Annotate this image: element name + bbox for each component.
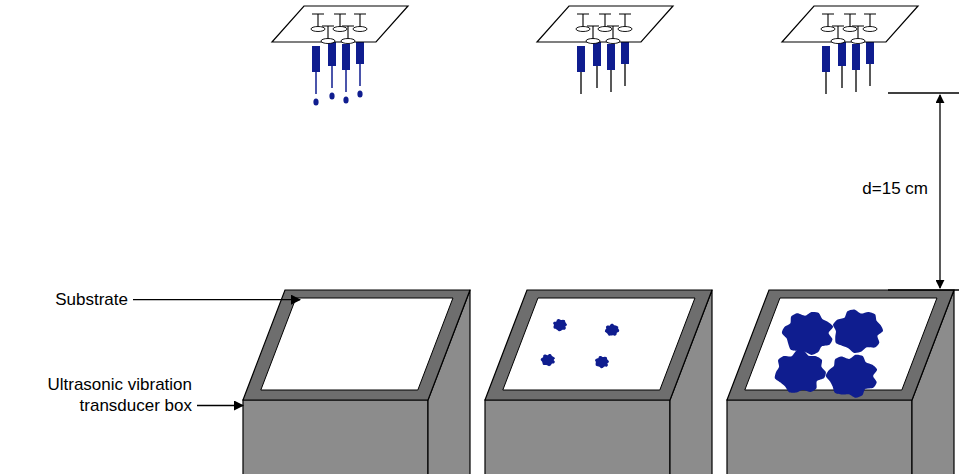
deposit <box>782 312 833 355</box>
needle <box>331 66 333 88</box>
deposit <box>775 350 826 393</box>
nozzle-plate <box>272 6 408 42</box>
needle <box>869 64 871 86</box>
box-top <box>485 290 712 400</box>
part-label: Ultrasonic vibration transducer box <box>7 374 192 417</box>
plunger-seat <box>618 27 632 32</box>
plunger <box>832 26 844 40</box>
plunger-seat <box>831 39 845 44</box>
needle <box>610 70 612 92</box>
transducer-box <box>243 290 470 474</box>
deposit <box>595 356 609 368</box>
plunger-seat <box>586 39 600 44</box>
part-label: Substrate <box>18 289 128 310</box>
syringe-barrel <box>342 44 350 70</box>
plunger-seat <box>311 27 325 32</box>
deposit <box>553 319 567 331</box>
box-top <box>727 290 954 400</box>
substrate <box>503 298 695 390</box>
plunger-seat <box>821 27 835 32</box>
droplet <box>313 98 318 105</box>
nozzle-plate <box>782 6 918 42</box>
needle <box>580 72 582 94</box>
nozzle-plate <box>537 6 673 42</box>
needle <box>345 70 347 92</box>
transducer-box <box>485 290 712 474</box>
needle <box>825 72 827 94</box>
needle <box>359 64 361 86</box>
nozzle-arrays <box>272 6 918 106</box>
substrate <box>261 298 453 390</box>
box-top <box>243 290 470 400</box>
box-front <box>727 400 912 474</box>
dimension-line <box>939 95 940 288</box>
plunger-seat <box>851 39 865 44</box>
deposit <box>826 355 877 398</box>
deposit <box>605 324 619 336</box>
box-front <box>485 400 670 474</box>
plunger-seat <box>606 39 620 44</box>
deposit <box>541 354 555 366</box>
needle <box>315 72 317 94</box>
nozzle-array <box>272 6 408 106</box>
plunger <box>607 26 619 40</box>
syringe-barrel <box>607 44 615 70</box>
box-front <box>243 400 428 474</box>
plunger <box>619 14 631 28</box>
syringe-barrel <box>577 46 585 72</box>
droplet <box>329 92 334 99</box>
plunger-seat <box>863 27 877 32</box>
plunger-seat <box>843 27 857 32</box>
droplet <box>343 96 348 103</box>
transducer-boxes <box>243 290 954 474</box>
dimension-tick <box>888 92 959 93</box>
plunger-seat <box>321 39 335 44</box>
nozzle-array <box>782 6 918 94</box>
plunger <box>342 26 354 40</box>
needle <box>841 66 843 88</box>
plunger <box>852 26 864 40</box>
plunger-seat <box>576 27 590 32</box>
nozzle-array <box>537 6 673 94</box>
dimension-tick <box>888 289 959 290</box>
needle <box>855 70 857 92</box>
leader-arrow <box>133 299 300 300</box>
plunger <box>354 14 366 28</box>
plunger <box>587 26 599 40</box>
droplet <box>357 90 362 97</box>
deposit <box>833 309 883 353</box>
dimension-label: d=15 cm <box>828 178 928 199</box>
leader-arrow <box>197 405 243 406</box>
plunger-seat <box>341 39 355 44</box>
syringe-barrel <box>852 44 860 70</box>
plunger <box>322 26 334 40</box>
transducer-box <box>727 290 954 474</box>
syringe-barrel <box>822 46 830 72</box>
plunger-seat <box>333 27 347 32</box>
needle <box>624 64 626 86</box>
plunger-seat <box>598 27 612 32</box>
syringe-barrel <box>312 46 320 72</box>
plunger <box>864 14 876 28</box>
plunger-seat <box>353 27 367 32</box>
needle <box>596 66 598 88</box>
